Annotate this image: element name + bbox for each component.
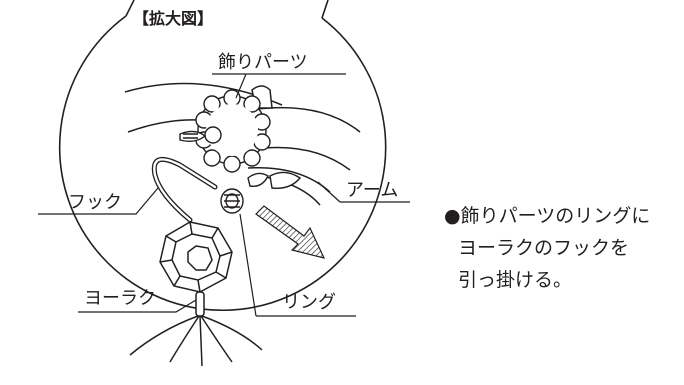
- label-decoration-part: 飾りパーツ: [218, 52, 308, 73]
- label-arm: アーム: [346, 180, 398, 201]
- label-pendant: ヨーラク: [84, 288, 156, 309]
- decoration-part-illustration: [179, 89, 302, 189]
- magnifier-pointer: [125, 0, 329, 19]
- instruction-line-1: 飾りパーツのリングに: [460, 205, 651, 227]
- hook-leader: [38, 187, 159, 215]
- ring-illustration: [220, 188, 244, 214]
- label-ring: リング: [282, 292, 336, 313]
- pendant-illustration: [129, 221, 263, 367]
- instruction-line-3: 引っ掛ける。: [458, 269, 573, 291]
- ring-leader: [239, 213, 356, 317]
- arm-leader: [317, 181, 410, 203]
- leader-lines: [38, 73, 410, 317]
- pendant-leader: [78, 299, 197, 313]
- direction-arrow: [255, 205, 326, 259]
- decoration-part-leader: [212, 73, 346, 99]
- magnifier-circle: [58, 15, 387, 311]
- bullet: ●: [444, 205, 461, 227]
- instruction-line-2: ヨーラクのフックを: [458, 237, 630, 259]
- label-hook: フック: [68, 192, 122, 213]
- diagram-title: 【拡大図】: [133, 9, 213, 28]
- instruction-text: ●飾りパーツのリングに ヨーラクのフックを 引っ掛ける。: [444, 200, 684, 296]
